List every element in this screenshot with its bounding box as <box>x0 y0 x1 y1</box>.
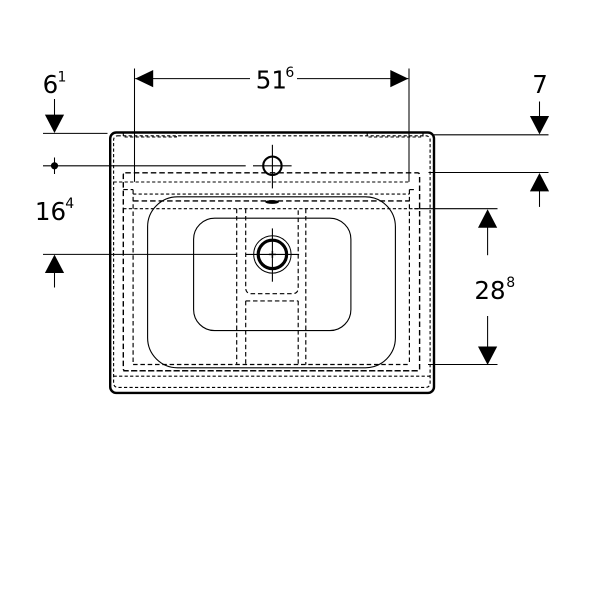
basin-outer-edge <box>108 131 436 395</box>
dim-label-rim-right: 7 <box>532 70 548 99</box>
arrow-7-up-head <box>529 173 550 192</box>
hidden-tab-right <box>366 132 424 138</box>
hidden-tab-left <box>122 132 177 138</box>
arrow-28-8-down-head <box>478 346 498 365</box>
dim-label-tap-to-drain: 164 <box>35 196 74 226</box>
dim-arrowhead-right <box>390 70 409 88</box>
overflow-slot <box>265 200 279 204</box>
hidden-channel-inner <box>245 208 299 295</box>
arrow-16-4-head <box>44 254 65 273</box>
arrow-7-down-head <box>529 116 550 135</box>
hidden-contour-outer <box>113 135 431 388</box>
arrow-6-1-head <box>44 114 65 133</box>
dim-arrowhead-left <box>135 70 154 88</box>
dim-label-width-top: 516 <box>256 65 295 95</box>
basin-inner-rim <box>147 196 396 369</box>
arrow-28-8-up-head <box>478 209 498 228</box>
dim-label-edge-to-tap: 61 <box>43 70 67 100</box>
basin-bowl-bottom <box>193 217 352 332</box>
dim-label-bowl-right: 288 <box>474 275 515 305</box>
